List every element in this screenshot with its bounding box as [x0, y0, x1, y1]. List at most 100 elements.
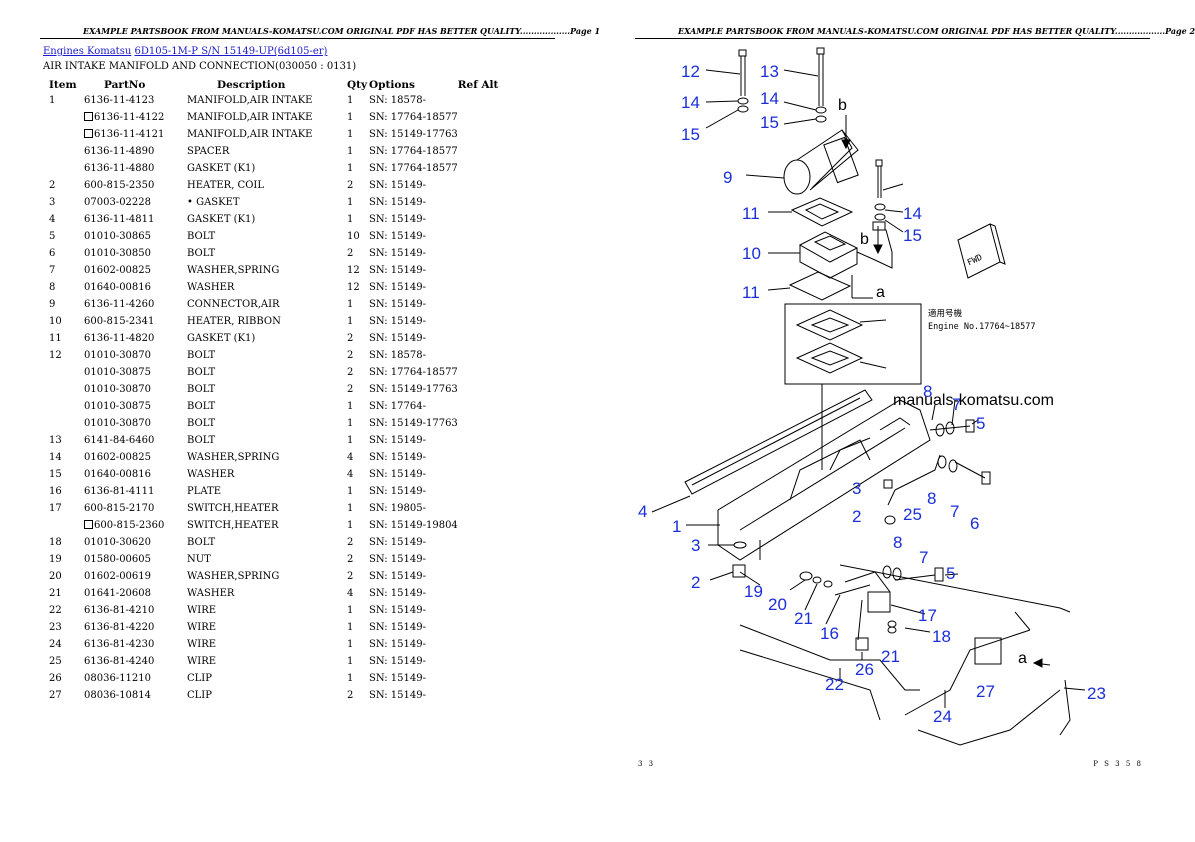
cell-qty: 1 [347, 299, 354, 310]
part-number-text: 01010-30870 [84, 350, 152, 361]
cell-partno: 6136-11-4122 [84, 109, 187, 126]
breadcrumb-link-model[interactable]: 6D105-1M-P S/N 15149-UP(6d105-er) [134, 46, 328, 57]
ref-letter-b-2: b [860, 231, 869, 248]
cell-options: SN: 15149- [369, 622, 426, 633]
callout-8b: 8 [927, 489, 936, 508]
cell-item: 26 [49, 673, 62, 684]
gasket-11-upper-drawing [790, 197, 854, 227]
cell-qty: 1 [347, 656, 354, 667]
cell-item: 25 [49, 656, 62, 667]
cell-options: SN: 15149-19804 [369, 520, 458, 531]
cell-qty: 2 [347, 180, 354, 191]
cell-description: WASHER,SPRING [187, 571, 280, 582]
substitute-box-icon [84, 129, 93, 138]
applicable-model-label: 適用号機 [928, 308, 963, 319]
part-number-text: 6136-11-4820 [84, 333, 155, 344]
callout-2b: 2 [691, 573, 700, 592]
bolt-12-drawing [738, 49, 747, 96]
part-number-text: 6136-81-4111 [84, 486, 155, 497]
callout-14b: 14 [760, 89, 779, 108]
column-header-partno: PartNo [104, 78, 146, 91]
callout-19: 19 [744, 582, 763, 601]
cell-partno: 01010-30870 [84, 415, 187, 432]
parts-list-page: EXAMPLE PARTSBOOK FROM MANUALS-KOMATSU.C… [0, 0, 600, 842]
cell-description: WIRE [187, 622, 217, 633]
cell-partno: 01010-30620 [84, 534, 187, 551]
cell-partno: 01010-30875 [84, 364, 187, 381]
callout-16: 16 [820, 624, 839, 643]
cell-partno: 01641-20608 [84, 585, 187, 602]
cell-partno: 01602-00825 [84, 262, 187, 279]
part-number-text: 6136-11-4880 [84, 163, 155, 174]
cell-options: SN: 15149- [369, 333, 426, 344]
part-number-text: 6136-11-4123 [84, 95, 155, 106]
cell-description: BOLT [187, 537, 216, 548]
part-number-text: 01010-30870 [84, 384, 152, 395]
cell-description: BOLT [187, 418, 216, 429]
ribbon-heater-drawing [798, 221, 893, 279]
cell-partno: 6136-81-4230 [84, 636, 187, 653]
cell-partno: 6136-81-4240 [84, 653, 187, 670]
cell-item: 6 [49, 248, 56, 259]
part-number-text: 6136-11-4122 [94, 112, 165, 123]
cell-qty: 1 [347, 146, 354, 157]
part-number-text: 6136-81-4220 [84, 622, 155, 633]
part-number-text: 01602-00619 [84, 571, 152, 582]
cell-qty: 10 [347, 231, 360, 242]
callout-27: 27 [976, 682, 995, 701]
cell-qty: 4 [347, 452, 354, 463]
cell-options: SN: 15149- [369, 554, 426, 565]
cell-options: SN: 18578- [369, 95, 426, 106]
parts-table: Item PartNo Description Qty Options Ref … [43, 77, 508, 704]
cell-partno: 01010-30850 [84, 245, 187, 262]
cell-item: 12 [49, 350, 62, 361]
cell-description: BOLT [187, 401, 216, 412]
cell-qty: 1 [347, 520, 354, 531]
callout-13: 13 [760, 62, 779, 81]
cell-partno: 600-815-2341 [84, 313, 187, 330]
cell-partno: 01010-30865 [84, 228, 187, 245]
cell-partno: 6136-81-4111 [84, 483, 187, 500]
part-number-text: 01010-30870 [84, 418, 152, 429]
cell-qty: 1 [347, 605, 354, 616]
callout-25: 25 [903, 505, 922, 524]
cell-description: WASHER,SPRING [187, 452, 280, 463]
cell-options: SN: 15149- [369, 571, 426, 582]
column-header-qty: Qty [347, 78, 368, 91]
cell-partno: 01010-30875 [84, 398, 187, 415]
cell-options: SN: 15149-17763 [369, 418, 458, 429]
cell-item: 27 [49, 690, 62, 701]
cell-qty: 1 [347, 639, 354, 650]
cell-qty: 1 [347, 486, 354, 497]
cell-options: SN: 15149- [369, 180, 426, 191]
cell-description: WIRE [187, 656, 217, 667]
cell-description: SWITCH,HEATER [187, 520, 279, 531]
breadcrumb-link-engines[interactable]: Engines Komatsu [43, 46, 132, 57]
cell-options: SN: 15149- [369, 656, 426, 667]
cell-description: BOLT [187, 367, 216, 378]
column-header-ref-alt: Ref Alt [457, 78, 499, 91]
cell-partno: 01010-30870 [84, 347, 187, 364]
part-number-text: 01602-00825 [84, 265, 152, 276]
cell-partno: 6136-11-4880 [84, 160, 187, 177]
cell-options: SN: 15149- [369, 690, 426, 701]
part-number-text: 01640-00816 [84, 282, 152, 293]
callout-6: 6 [970, 514, 979, 533]
callout-7: 7 [952, 395, 961, 414]
callout-21b: 21 [881, 647, 900, 666]
cell-item: 1 [49, 95, 56, 106]
cell-partno: 6141-84-6460 [84, 432, 187, 449]
